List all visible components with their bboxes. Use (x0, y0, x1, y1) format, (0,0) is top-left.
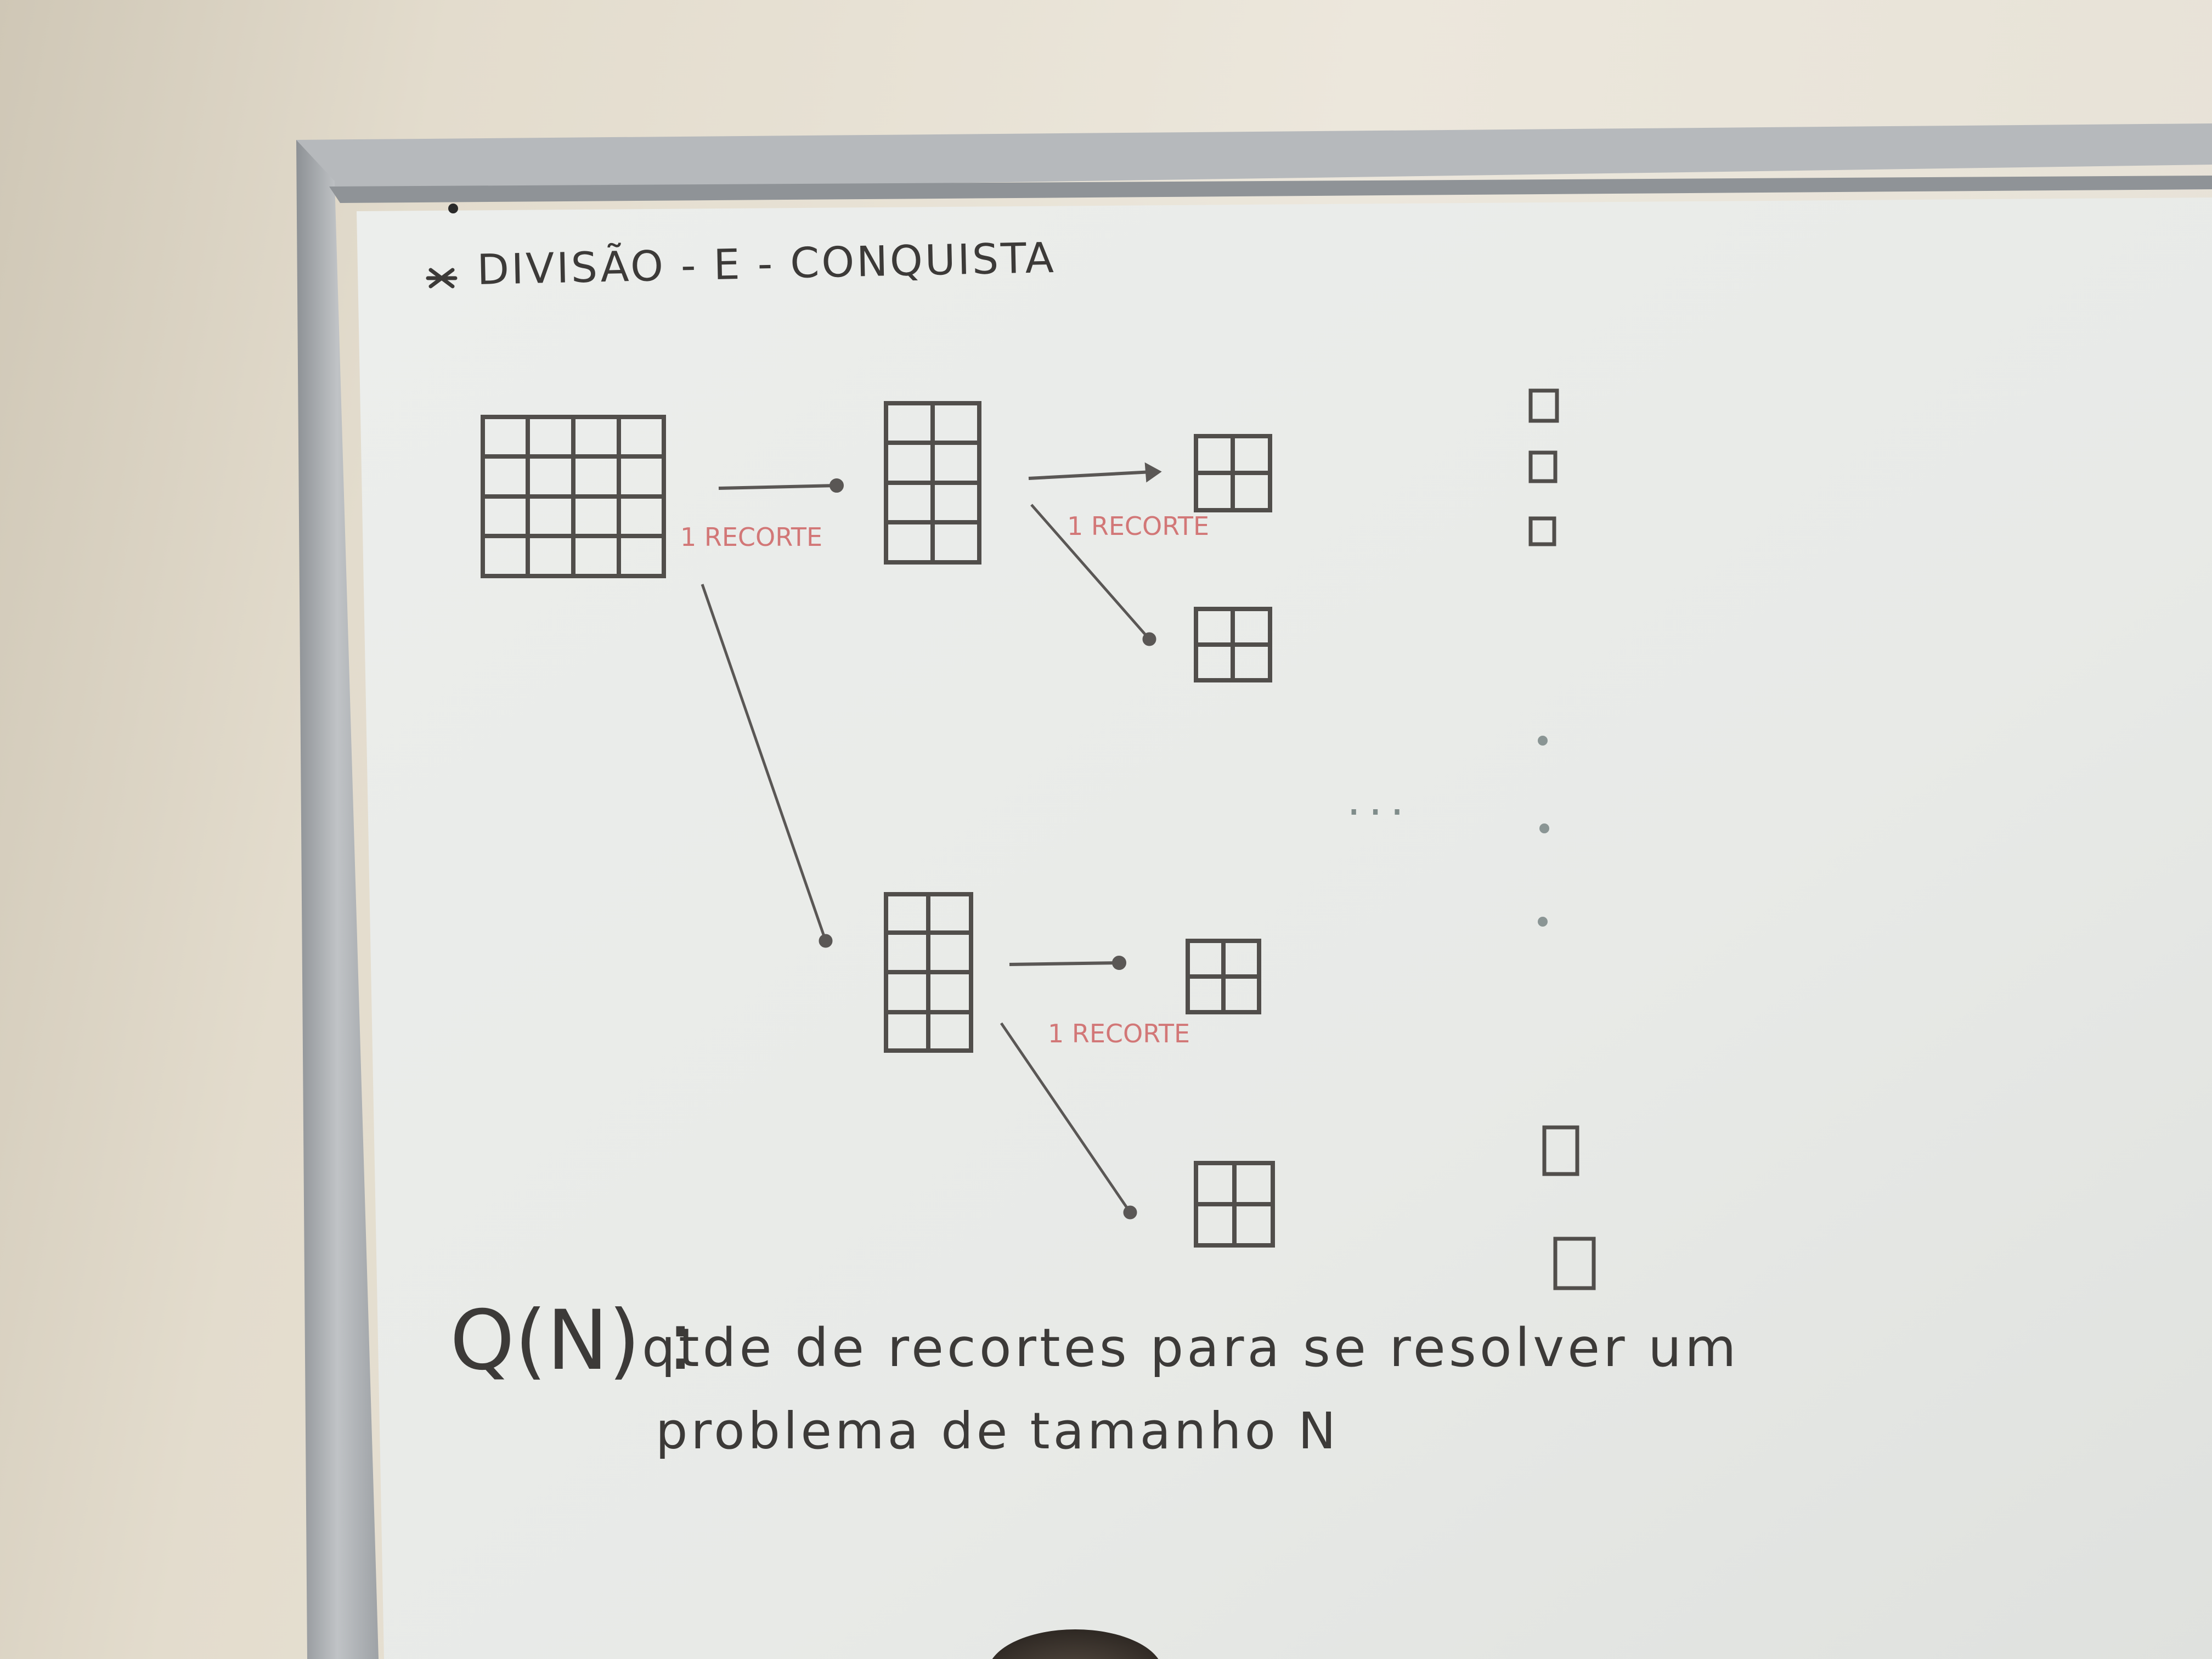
arrow-right-bottom (1009, 956, 1126, 970)
arrow-diagonal-down (701, 584, 833, 948)
title-asterisk-icon (426, 268, 458, 289)
formula-line-2: problema de tamanho N (656, 1402, 1339, 1460)
arrow-right-top (718, 478, 844, 493)
grid-2x2-c (1186, 939, 1261, 1014)
arrow-diagonal-top-2 (1030, 504, 1156, 646)
grid-4x4 (481, 415, 666, 578)
cut-label-2: 1 RECORTE (1067, 511, 1209, 541)
whiteboard-surface (357, 198, 2212, 1659)
arrow-right-top-2 (1028, 462, 1162, 483)
whiteboard-frame (296, 123, 2212, 1659)
grid-2x2-a (1194, 434, 1272, 512)
single-cells-top (1528, 388, 1559, 546)
grid-2x2-b (1194, 607, 1272, 682)
cut-label-1: 1 RECORTE (680, 522, 822, 552)
single-cells-bottom (1542, 1125, 1596, 1290)
pin-dot (448, 204, 458, 213)
cut-label-3: 1 RECORTE (1048, 1019, 1190, 1048)
formula-lhs: Q(N) : (450, 1293, 695, 1389)
grid-2x4-bottom (884, 892, 973, 1053)
vertical-dots (1538, 736, 1549, 927)
grid-2x4-top (884, 401, 981, 565)
ellipsis: ... (1347, 774, 1412, 825)
grid-2x2-d (1194, 1161, 1275, 1248)
formula-line-1: qtde de recortes para se resolver um (642, 1317, 1739, 1379)
arrow-diagonal-bottom (1000, 1022, 1137, 1220)
board-title: DIVISÃO - E - CONQUISTA (477, 233, 1057, 294)
person-head (992, 1629, 1159, 1659)
